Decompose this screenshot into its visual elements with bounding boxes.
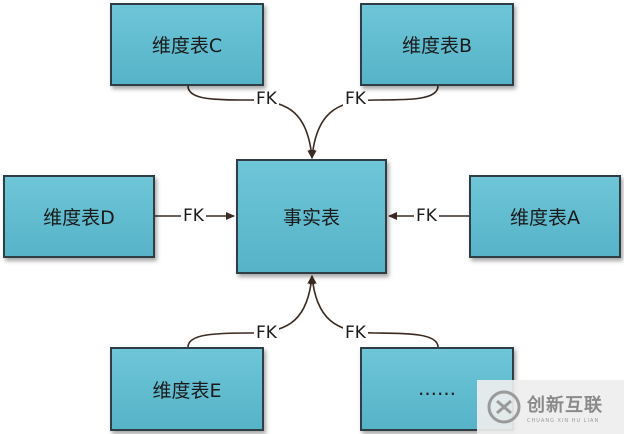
fk-label-e: FK — [254, 323, 279, 343]
dimension-table-e: 维度表E — [110, 347, 264, 431]
brand-logo-icon — [487, 390, 521, 424]
fk-label-c: FK — [254, 89, 279, 109]
dimension-table-c-label: 维度表C — [151, 35, 223, 57]
dimension-table-d-label: 维度表D — [43, 207, 115, 229]
dimension-table-a-label: 维度表A — [510, 207, 580, 229]
watermark-text: 创新互联 CHUANG XIN HU LIAN — [527, 391, 603, 424]
connector-c-to-fact — [187, 85, 316, 159]
connector-other-to-fact — [308, 275, 439, 348]
fk-label-d: FK — [181, 206, 206, 226]
fk-label-other: FK — [343, 323, 368, 343]
watermark-name-cn: 创新互联 — [527, 394, 603, 416]
dimension-table-a: 维度表A — [469, 175, 621, 258]
connector-b-to-fact — [308, 85, 439, 159]
dimension-table-d: 维度表D — [3, 175, 155, 258]
watermark-name-en: CHUANG XIN HU LIAN — [527, 417, 600, 424]
fk-label-a: FK — [414, 206, 439, 226]
dimension-table-b-label: 维度表B — [401, 35, 473, 57]
connector-e-to-fact — [187, 275, 316, 348]
dimension-table-c: 维度表C — [110, 3, 264, 86]
watermark: 创新互联 CHUANG XIN HU LIAN — [477, 380, 624, 434]
dimension-table-e-label: 维度表E — [152, 379, 222, 402]
fact-table-label: 事实表 — [282, 207, 340, 229]
fk-label-b: FK — [343, 89, 368, 109]
fact-table: 事实表 — [236, 159, 387, 274]
dimension-table-b: 维度表B — [360, 3, 514, 86]
dimension-table-other-label: …… — [418, 378, 456, 400]
